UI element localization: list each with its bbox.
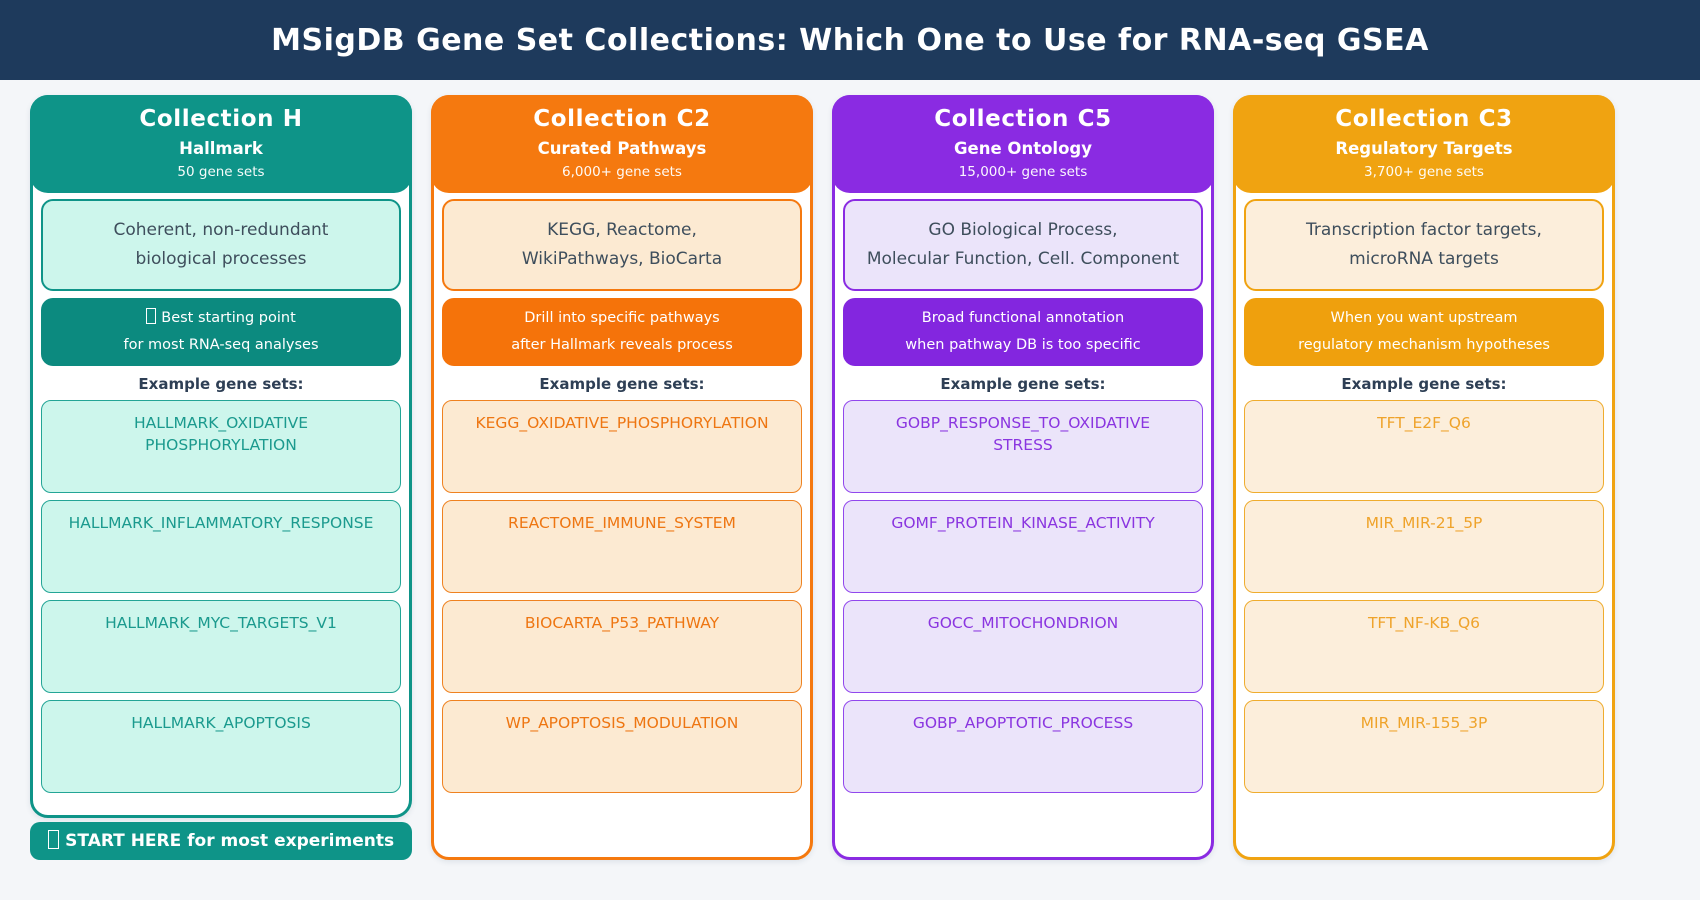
gene-set-box: GOBP_APOPTOTIC_PROCESS [843, 700, 1203, 793]
column-header: Collection C2 Curated Pathways 6,000+ ge… [431, 95, 813, 193]
column-collection-c2: Collection C2 Curated Pathways 6,000+ ge… [431, 95, 813, 860]
collection-count: 6,000+ gene sets [562, 164, 682, 180]
collection-title: Collection H [139, 106, 303, 132]
gene-set-box: GOMF_PROTEIN_KINASE_ACTIVITY [843, 500, 1203, 593]
column-collection-c3: Collection C3 Regulatory Targets 3,700+ … [1233, 95, 1615, 860]
collection-subtitle: Regulatory Targets [1335, 139, 1513, 158]
collection-subtitle: Curated Pathways [537, 139, 707, 158]
missing-glyph-icon [146, 308, 156, 324]
collection-highlight: When you want upstream regulatory mechan… [1244, 298, 1604, 366]
collection-description: Transcription factor targets, microRNA t… [1244, 199, 1604, 291]
gene-set-box: TFT_NF-KB_Q6 [1244, 600, 1604, 693]
column-header: Collection C5 Gene Ontology 15,000+ gene… [832, 95, 1214, 193]
column-collection-h: Collection H Hallmark 50 gene sets Coher… [30, 95, 412, 860]
gene-set-box: HALLMARK_INFLAMMATORY_RESPONSE [41, 500, 401, 593]
gene-set-box: HALLMARK_OXIDATIVE PHOSPHORYLATION [41, 400, 401, 493]
collection-description: KEGG, Reactome, WikiPathways, BioCarta [442, 199, 802, 291]
gene-set-box: MIR_MIR-155_3P [1244, 700, 1604, 793]
example-gene-sets-label: Example gene sets: [1341, 375, 1507, 393]
example-gene-sets-label: Example gene sets: [539, 375, 705, 393]
collection-highlight: Broad functional annotation when pathway… [843, 298, 1203, 366]
gene-set-box: BIOCARTA_P53_PATHWAY [442, 600, 802, 693]
collection-title: Collection C5 [934, 106, 1112, 132]
collection-subtitle: Hallmark [179, 139, 263, 158]
example-gene-sets-label: Example gene sets: [940, 375, 1106, 393]
column-collection-c5: Collection C5 Gene Ontology 15,000+ gene… [832, 95, 1214, 860]
page-title: MSigDB Gene Set Collections: Which One t… [271, 22, 1429, 58]
panel-collection-h: Collection H Hallmark 50 gene sets Coher… [30, 95, 412, 818]
example-gene-sets-label: Example gene sets: [138, 375, 304, 393]
collections-grid: Collection H Hallmark 50 gene sets Coher… [30, 95, 1615, 860]
collection-subtitle: Gene Ontology [954, 139, 1092, 158]
collection-description: GO Biological Process, Molecular Functio… [843, 199, 1203, 291]
gene-set-box: REACTOME_IMMUNE_SYSTEM [442, 500, 802, 593]
column-header: Collection H Hallmark 50 gene sets [30, 95, 412, 193]
title-bar: MSigDB Gene Set Collections: Which One t… [0, 0, 1700, 80]
gene-set-box: TFT_E2F_Q6 [1244, 400, 1604, 493]
gene-set-box: KEGG_OXIDATIVE_PHOSPHORYLATION [442, 400, 802, 493]
panel-collection-c3: Collection C3 Regulatory Targets 3,700+ … [1233, 95, 1615, 860]
collection-title: Collection C3 [1335, 106, 1513, 132]
column-header: Collection C3 Regulatory Targets 3,700+ … [1233, 95, 1615, 193]
collection-highlight: Drill into specific pathways after Hallm… [442, 298, 802, 366]
gene-set-box: GOBP_RESPONSE_TO_OXIDATIVE STRESS [843, 400, 1203, 493]
missing-glyph-icon [47, 830, 59, 849]
collection-count: 50 gene sets [177, 164, 265, 180]
collection-highlight: Best starting point for most RNA-seq ana… [41, 298, 401, 366]
gene-set-box: WP_APOPTOSIS_MODULATION [442, 700, 802, 793]
collection-count: 15,000+ gene sets [958, 164, 1088, 180]
start-here-banner: START HERE for most experiments [30, 822, 412, 860]
gene-set-box: HALLMARK_APOPTOSIS [41, 700, 401, 793]
gene-set-box: GOCC_MITOCHONDRION [843, 600, 1203, 693]
collection-description: Coherent, non-redundant biological proce… [41, 199, 401, 291]
collection-title: Collection C2 [533, 106, 711, 132]
gene-set-box: HALLMARK_MYC_TARGETS_V1 [41, 600, 401, 693]
gene-set-box: MIR_MIR-21_5P [1244, 500, 1604, 593]
panel-collection-c2: Collection C2 Curated Pathways 6,000+ ge… [431, 95, 813, 860]
collection-count: 3,700+ gene sets [1364, 164, 1484, 180]
panel-collection-c5: Collection C5 Gene Ontology 15,000+ gene… [832, 95, 1214, 860]
